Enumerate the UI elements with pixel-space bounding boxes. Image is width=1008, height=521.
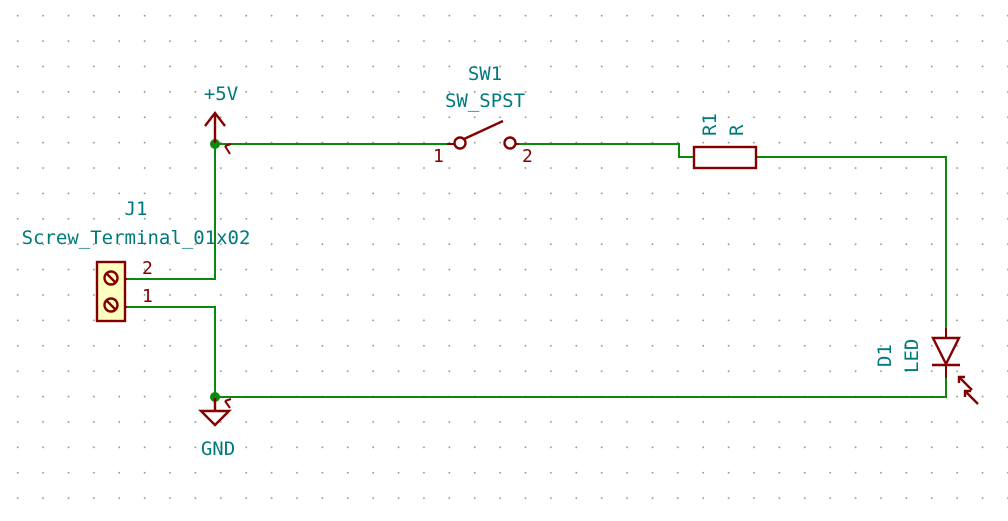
j1-screw-2-icon xyxy=(103,270,119,286)
vcc-label: +5V xyxy=(204,83,238,105)
junction-gnd xyxy=(210,392,220,402)
wire-j1-pin1-to-gnd[interactable] xyxy=(126,306,216,398)
vcc-arrow-icon xyxy=(204,111,226,143)
j1-pin1-number: 1 xyxy=(142,286,153,307)
d1-value: LED xyxy=(901,339,923,373)
sw1-contact-1-icon xyxy=(453,136,467,150)
resistor-r1[interactable]: R1 R xyxy=(692,113,758,170)
j1-ref: J1 xyxy=(125,198,148,220)
wire-r1-to-d1[interactable] xyxy=(755,156,947,329)
sw1-contact-2-icon xyxy=(503,136,517,150)
r1-ref: R1 xyxy=(699,113,721,136)
wire-d1-to-gnd[interactable] xyxy=(214,377,947,398)
junction-vcc xyxy=(210,139,220,149)
switch-sw1[interactable]: SW1 SW_SPST 1 2 xyxy=(433,63,533,167)
wire-sw1-to-r1[interactable] xyxy=(518,143,695,158)
j1-value: Screw_Terminal_01x02 xyxy=(22,227,251,249)
led-d1[interactable]: D1 LED xyxy=(874,328,979,405)
d1-light-arrows-icon xyxy=(957,375,979,405)
power-symbol-vcc[interactable]: +5V xyxy=(204,83,238,155)
d1-diode-triangle-icon xyxy=(931,336,961,367)
sw1-pin1-number: 1 xyxy=(433,146,444,167)
r1-value: R xyxy=(726,124,748,136)
gnd-label: GND xyxy=(201,438,235,460)
vcc-pin-marker-icon xyxy=(224,143,232,155)
j1-screw-1-icon xyxy=(103,297,119,313)
sw1-lever-icon xyxy=(463,119,504,141)
sw1-pin2-number: 2 xyxy=(522,146,533,167)
d1-ref: D1 xyxy=(874,344,896,367)
wire-j1-pin2-to-vcc[interactable] xyxy=(126,143,216,280)
gnd-triangle-icon xyxy=(198,398,232,427)
j1-pin2-number: 2 xyxy=(142,258,153,279)
sw1-value: SW_SPST xyxy=(445,90,525,112)
r1-body xyxy=(692,145,758,170)
sw1-ref: SW1 xyxy=(468,63,502,85)
power-symbol-gnd[interactable]: GND xyxy=(198,398,235,460)
wires xyxy=(126,143,947,398)
connector-j1[interactable]: J1 Screw_Terminal_01x02 2 1 xyxy=(22,198,251,323)
gnd-pin-marker-icon xyxy=(224,398,232,409)
